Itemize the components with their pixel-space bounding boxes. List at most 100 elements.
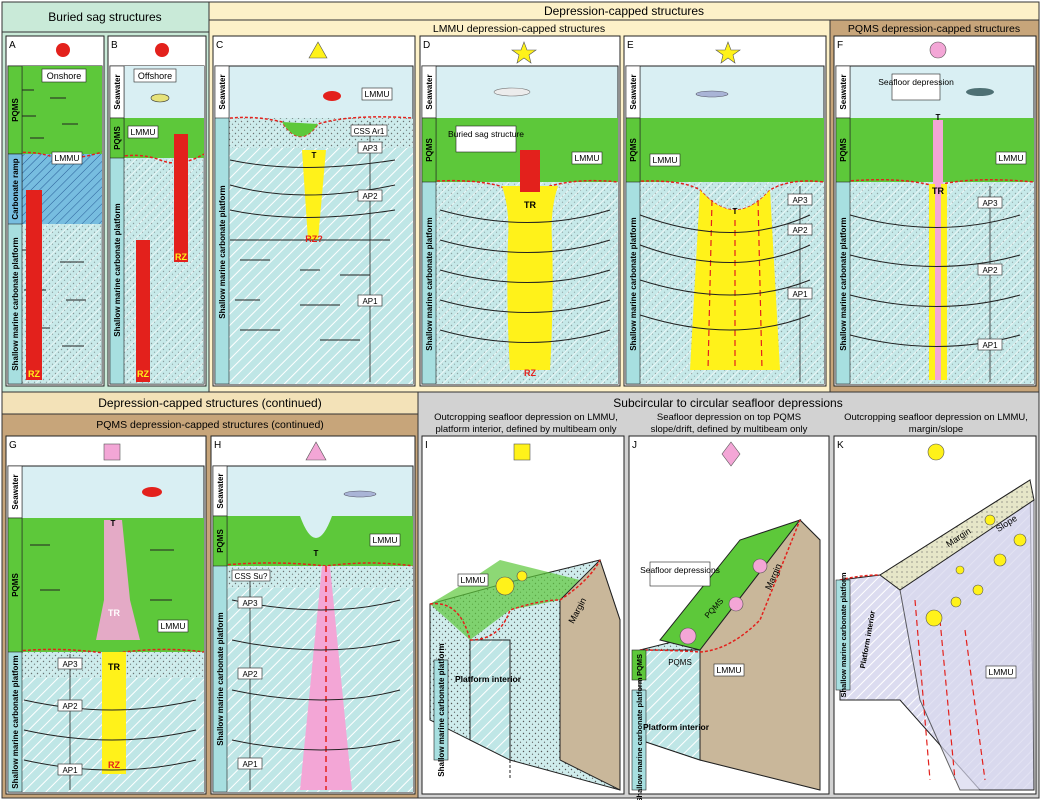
panel-H-label-lmmu: LMMU [372, 535, 397, 545]
panel-E: E Seawater PQMS Shallow marine carbonate… [623, 35, 827, 387]
panel-K-caption-2: margin/slope [909, 424, 963, 435]
panel-B-label-lmmu: LMMU [130, 127, 155, 137]
panel-D-letter: D [423, 40, 430, 51]
panel-J-label-pqms-top: PQMS [668, 658, 692, 667]
panel-E-label-ap3: AP3 [792, 196, 808, 205]
panel-C-label-seawater: Seawater [218, 74, 227, 109]
panel-F-label-pqms: PQMS [839, 138, 848, 162]
panel-G-label-platform: Shallow marine carbonate platform [11, 655, 20, 788]
panel-I-caption-2: platform interior, defined by multibeam … [435, 424, 616, 435]
panel-A-symbol [56, 43, 70, 57]
panel-K-label-platform: Shallow marine carbonate platform [839, 572, 848, 697]
panel-B-symbol [155, 43, 169, 57]
panel-E-label-platform: Shallow marine carbonate platform [629, 217, 638, 350]
panel-E-label-seawater: Seawater [629, 74, 638, 109]
shark-icon [493, 87, 531, 97]
panel-J-label-interior: Platform interior [643, 722, 710, 732]
panel-C-label-rz: RZ? [305, 234, 323, 244]
panel-E-label-t: T [733, 207, 738, 216]
barracuda-icon [695, 90, 729, 98]
panel-J-label-platform: Shallow marine carbonate platform [635, 677, 644, 800]
depression-marker [752, 558, 768, 574]
panel-I-label-lmmu: LMMU [460, 575, 485, 585]
panel-E-label-ap2: AP2 [792, 226, 808, 235]
panel-K: K Outcropping seafloor depression on LMM… [833, 412, 1037, 795]
panel-C-label-ap3: AP3 [362, 144, 378, 153]
panel-F-label-seawater: Seawater [839, 74, 848, 109]
panel-A: A PQMS Carbonate ramp Shallow marine car… [5, 35, 105, 387]
panel-F: F Seawater PQMS Shallow marine carbonate… [833, 35, 1037, 387]
panel-H-symbol [305, 441, 327, 461]
header-lmmu-sub-text: LMMU depression-capped structures [433, 23, 605, 35]
panel-I-symbol [513, 443, 531, 461]
panel-A-label-platform: Shallow marine carbonate platform [11, 237, 20, 370]
panel-H-label-platform: Shallow marine carbonate platform [216, 612, 225, 745]
panel-H-label-seawater: Seawater [216, 473, 225, 508]
fish-icon [323, 91, 341, 101]
panel-K-letter: K [837, 440, 844, 451]
panel-H: H Seawater PQMS Shallow marine carbonate… [210, 435, 416, 795]
panel-E-label-pqms: PQMS [629, 138, 638, 162]
panel-K-label-lmmu: LMMU [988, 667, 1013, 677]
panel-A-label-pqms: PQMS [11, 98, 20, 122]
header-circular-text: Subcircular to circular seafloor depress… [613, 396, 842, 410]
panel-H-letter: H [214, 440, 221, 451]
panel-G-label-tr-upper: TR [108, 608, 120, 618]
panel-B-letter: B [111, 40, 118, 51]
depression-marker [1013, 533, 1027, 547]
fish-icon [150, 93, 170, 103]
panel-I-label-interior: Platform interior [455, 674, 522, 684]
panel-D-label-rz: RZ [524, 368, 536, 378]
panel-G-label-tr: TR [108, 662, 120, 672]
panel-F-label-seafloor: Seafloor depression [878, 77, 954, 87]
panel-J-symbol [721, 441, 741, 467]
panel-G-label-ap3: AP3 [62, 660, 78, 669]
panel-H-label-css: CSS Su? [235, 572, 268, 581]
panel-E-label-ap1: AP1 [792, 290, 808, 299]
panel-J-caption-2: slope/drift, defined by multibeam only [651, 424, 808, 435]
panel-C-label-platform: Shallow marine carbonate platform [218, 185, 227, 318]
panel-C-label-lmmu: LMMU [364, 89, 389, 99]
panel-A-label-rz: RZ [28, 369, 40, 379]
panel-G-label-pqms: PQMS [11, 573, 20, 597]
header-continued-text: Depression-capped structures (continued) [98, 396, 321, 410]
panel-H-label-t: T [314, 549, 319, 558]
depression-marker [728, 596, 744, 612]
panel-J-label-seafloor: Seafloor depressions [640, 565, 720, 575]
panel-D-label-seawater: Seawater [425, 74, 434, 109]
panel-J-caption-1: Seafloor depression on top PQMS [657, 412, 801, 423]
depression-marker [955, 565, 965, 575]
panel-D-symbol [511, 41, 537, 64]
panel-B-setting: Offshore [138, 71, 172, 81]
panel-C: C Seawater Shallow marine carbonate plat… [212, 35, 416, 387]
panel-K-symbol [927, 443, 945, 461]
panel-B-label-rz1: RZ [137, 369, 149, 379]
header-pqms-continued-text: PQMS depression-capped structures (conti… [96, 419, 324, 431]
panel-B-label-seawater: Seawater [113, 74, 122, 109]
depression-marker [950, 596, 962, 608]
panel-B-label-platform: Shallow marine carbonate platform [113, 203, 122, 336]
depression-marker [516, 570, 528, 582]
panel-J-label-pqms-side: PQMS [635, 654, 644, 676]
panel-J-label-lmmu: LMMU [716, 665, 741, 675]
header-buried-text: Buried sag structures [48, 10, 161, 24]
panel-G-symbol [103, 443, 121, 461]
panel-F-label-t: T [936, 113, 941, 122]
panel-D-label-pqms: PQMS [425, 138, 434, 162]
panel-D: D Seawater PQMS Shallow marine carbonate… [419, 35, 621, 387]
panel-C-label-css: CSS Ar1 [354, 127, 385, 136]
panel-D-label-lmmu: LMMU [574, 153, 599, 163]
panel-J-letter: J [632, 440, 637, 451]
panel-H-label-ap1: AP1 [242, 760, 258, 769]
header-pqms-sub-text: PQMS depression-capped structures [848, 23, 1020, 35]
panel-F-label-platform: Shallow marine carbonate platform [839, 217, 848, 350]
panel-F-label-ap3: AP3 [982, 199, 998, 208]
depression-marker [495, 576, 515, 596]
panel-G: G Seawater PQMS Shallow marine carbonate… [5, 435, 207, 795]
depression-marker [679, 627, 697, 645]
panel-C-symbol [308, 41, 328, 59]
panel-A-setting: Onshore [47, 71, 82, 81]
depression-marker [993, 553, 1007, 567]
panel-H-label-ap3: AP3 [242, 599, 258, 608]
shark-icon [966, 88, 994, 96]
